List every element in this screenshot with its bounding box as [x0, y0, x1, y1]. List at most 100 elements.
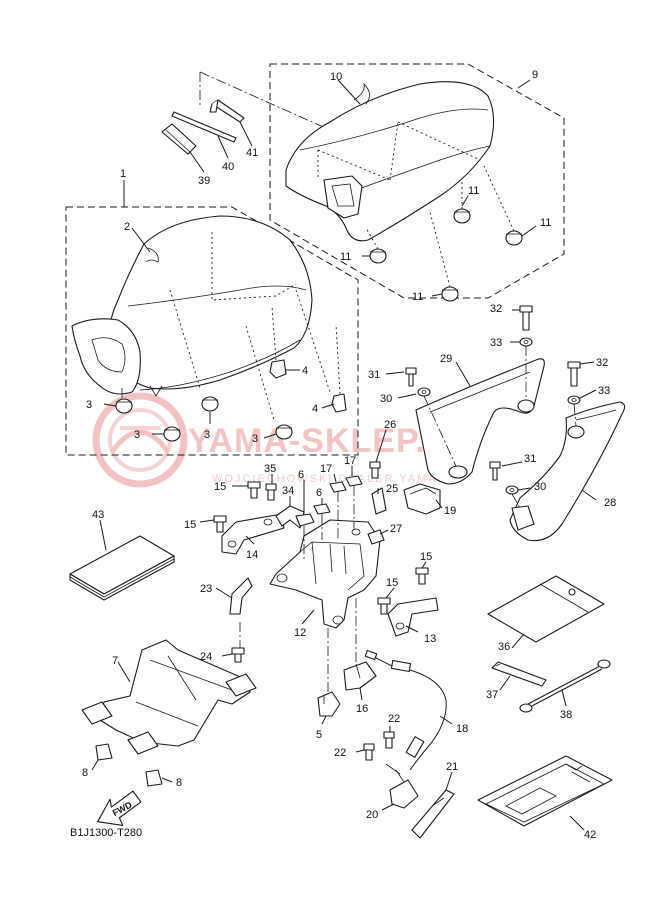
callout-32a: 32	[490, 303, 502, 315]
tool-handle-39	[161, 123, 197, 155]
leader-16	[359, 687, 363, 701]
callout-23: 23	[200, 583, 212, 595]
leader-10	[337, 79, 361, 105]
screw-22b	[363, 743, 375, 761]
leader-30b	[517, 487, 531, 491]
callout-11c: 11	[540, 217, 551, 229]
screw-26	[369, 461, 381, 479]
callout-17b: 17	[344, 455, 356, 467]
callout-28: 28	[604, 497, 616, 509]
callout-3d: 3	[252, 433, 258, 445]
leader-15b	[199, 519, 215, 523]
callout-2: 2	[124, 221, 130, 233]
callout-15c: 15	[420, 551, 432, 563]
callout-6a: 6	[298, 469, 304, 481]
grab-bar-bolt-guides	[423, 346, 577, 509]
seat-damper-11a	[369, 248, 387, 264]
callout-34: 34	[282, 485, 294, 497]
bolt-31b	[489, 461, 501, 481]
callout-29: 29	[440, 353, 452, 365]
leader-30a	[397, 393, 417, 399]
callout-36: 36	[498, 641, 510, 653]
leader-20	[381, 803, 395, 811]
leader-43	[99, 519, 107, 551]
callout-22b: 22	[334, 747, 346, 759]
leader-13	[405, 625, 419, 633]
leader-21	[445, 771, 453, 791]
seat-lock-cable-18	[364, 649, 447, 771]
band-37	[491, 661, 547, 687]
callout-42: 42	[584, 829, 596, 841]
callout-7: 7	[112, 655, 118, 667]
leader-2	[131, 227, 151, 253]
helmet-wire-38	[519, 659, 611, 713]
washer-30b	[505, 485, 519, 495]
tool-pouch-36	[487, 575, 605, 643]
diagram-code: B1J1300-T280	[70, 827, 142, 839]
rubber-8a	[95, 743, 113, 761]
leader-8a	[91, 759, 99, 771]
callout-33a: 33	[490, 337, 502, 349]
seat-damper-11d	[441, 286, 459, 302]
leader-38	[561, 689, 567, 707]
leader-9	[517, 79, 531, 89]
callout-3b: 3	[134, 429, 140, 441]
lock-cylinder-20	[385, 763, 419, 809]
callout-38: 38	[560, 709, 572, 721]
callout-3a: 3	[86, 399, 92, 411]
callout-17a: 17	[320, 463, 332, 475]
bolt-15a	[247, 481, 261, 499]
bolt-24	[231, 647, 245, 663]
leader-32b	[579, 361, 595, 365]
leader-8b	[161, 777, 173, 783]
callout-35: 35	[264, 463, 276, 475]
bolt-31a	[405, 367, 417, 387]
bolt-15c	[415, 567, 429, 585]
callout-11b: 11	[468, 185, 479, 197]
callout-4a: 4	[302, 365, 308, 377]
callout-31b: 31	[524, 453, 536, 465]
nut-17b	[345, 475, 363, 487]
callout-18: 18	[456, 723, 468, 735]
bolt-15b	[213, 515, 227, 533]
leader-3a	[103, 403, 117, 407]
callout-31a: 31	[368, 369, 380, 381]
seat-stay-7	[81, 639, 257, 755]
watermark-subtitle: WOJCIECHOWSKI DEALER YAMAHA	[212, 473, 457, 485]
leader-24	[221, 653, 233, 657]
leader-19	[435, 499, 443, 509]
callout-1: 1	[120, 168, 126, 180]
nut-6a	[295, 513, 315, 527]
leader-4b	[321, 403, 335, 409]
callout-40: 40	[222, 161, 234, 173]
leader-31a	[385, 371, 405, 375]
passenger-seat	[285, 81, 495, 242]
leader-3d	[263, 433, 277, 439]
seat-clip-4a	[269, 359, 287, 379]
callout-32b: 32	[596, 357, 608, 369]
grab-bar-right	[509, 401, 626, 542]
seat-latch-hooks	[121, 385, 163, 398]
leader-29	[455, 361, 471, 387]
rider-seat-group-box	[65, 206, 359, 456]
callout-25: 25	[386, 483, 398, 495]
callout-5: 5	[316, 729, 322, 741]
tool-bar-40	[171, 111, 237, 143]
callout-15b: 15	[184, 519, 196, 531]
callout-14: 14	[246, 549, 258, 561]
washer-33a	[519, 337, 533, 347]
clip-25	[371, 487, 387, 515]
callout-13: 13	[424, 633, 436, 645]
seat-damper-3a	[115, 398, 133, 414]
owner-manual-43	[69, 535, 175, 601]
leader-42	[569, 815, 585, 831]
leader-15c	[421, 561, 427, 569]
leader-12	[301, 609, 315, 625]
bracket-21	[411, 789, 455, 839]
callout-16: 16	[356, 703, 368, 715]
callout-8b: 8	[176, 777, 182, 789]
callout-10: 10	[330, 71, 342, 83]
callout-12: 12	[294, 627, 306, 639]
leader-15d	[385, 587, 395, 599]
